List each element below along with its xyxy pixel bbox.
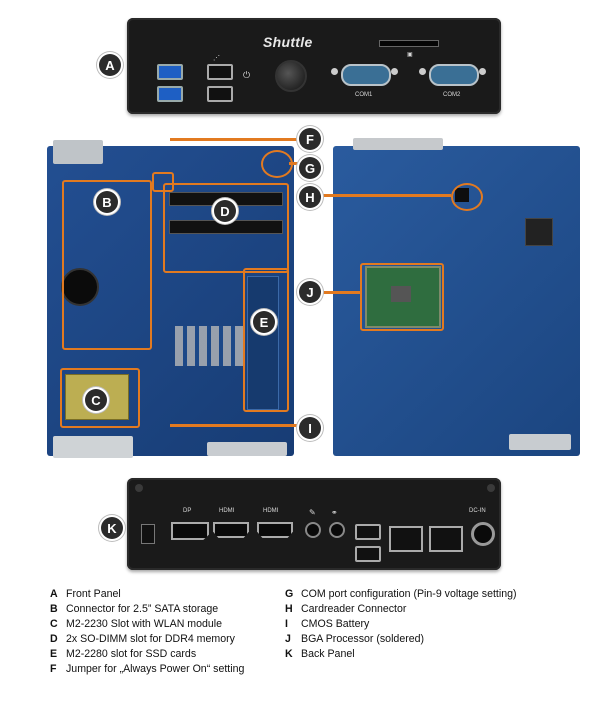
marker-j: J [299, 281, 321, 303]
marker-i: I [299, 417, 321, 439]
front-panel: Shuttle ▣ ⋰ ⏻ COM1 COM2 [127, 18, 501, 114]
line-j [321, 291, 361, 294]
back-panel: DP HDMI HDMI ✎ ⚭ DC-IN [127, 478, 501, 570]
lan-port-1 [389, 526, 423, 552]
m2-ssd-slot [247, 276, 279, 410]
marker-f: F [299, 128, 321, 150]
com2-label: COM2 [443, 92, 461, 98]
line-h [321, 194, 451, 197]
dcin-label: DC-IN [469, 508, 486, 514]
com2-screw-left [419, 68, 426, 75]
usb2-port-bottom [207, 86, 233, 102]
highlight-j-bga [360, 263, 444, 331]
power-button[interactable] [275, 60, 307, 92]
com1-port [341, 64, 391, 86]
usb2-port-top [207, 64, 233, 80]
dcin-jack [471, 522, 495, 546]
dp-port [171, 522, 209, 540]
usb3-port-bottom [157, 86, 183, 102]
marker-d: D [214, 200, 236, 222]
marker-b: B [96, 191, 118, 213]
card-reader-slot [379, 40, 439, 47]
back-usb-port-bottom [355, 546, 381, 562]
io-controller-chip [525, 218, 553, 246]
capacitor-group [175, 326, 245, 366]
com1-screw-left [331, 68, 338, 75]
marker-e: E [253, 311, 275, 333]
board-com-headers [353, 138, 443, 150]
highlight-b-sata-connector [62, 180, 152, 350]
marker-g: G [299, 157, 321, 179]
highlight-d-sodimm [163, 183, 289, 273]
board-hdmi-ports [207, 442, 287, 456]
back-panel-screw-left [135, 484, 143, 492]
marker-h: H [299, 186, 321, 208]
board-bottom-connectors [509, 434, 571, 450]
highlight-h-cardreader [451, 183, 483, 211]
com2-screw-right [479, 68, 486, 75]
hdmi-label-1: HDMI [219, 508, 235, 514]
hdmi-label-2: HDMI [263, 508, 279, 514]
power-led-icon: ⏻ [243, 70, 251, 80]
dp-label: DP [183, 508, 192, 514]
usb3-port-top [157, 64, 183, 80]
highlight-c-wlan [60, 368, 140, 428]
board-usb-connectors [53, 140, 103, 164]
back-panel-screw-right [487, 484, 495, 492]
back-usb-port-top [355, 524, 381, 540]
card-icon: ▣ [407, 52, 413, 58]
com1-label: COM1 [355, 92, 373, 98]
line-i [170, 424, 306, 427]
bga-processor [365, 266, 441, 328]
usb-icon: ⋰ [213, 55, 220, 62]
lan-port-2 [429, 526, 463, 552]
hdmi-port-2 [257, 522, 293, 538]
mic-icon: ✎ [309, 508, 316, 517]
highlight-e-m2-ssd [243, 268, 289, 412]
mic-jack [305, 522, 321, 538]
headphone-jack [329, 522, 345, 538]
line-f [170, 138, 306, 141]
brand-logo: Shuttle [263, 34, 313, 50]
com1-screw-right [391, 68, 398, 75]
com2-port [429, 64, 479, 86]
headphone-icon: ⚭ [331, 508, 338, 517]
marker-k: K [101, 517, 123, 539]
highlight-f-jumper [152, 172, 174, 192]
line-g [289, 162, 307, 165]
marker-a: A [99, 54, 121, 76]
hdmi-port-1 [213, 522, 249, 538]
bga-die [391, 286, 411, 302]
marker-c: C [85, 389, 107, 411]
power-switch [141, 524, 155, 544]
board-lan-ports [53, 436, 133, 458]
